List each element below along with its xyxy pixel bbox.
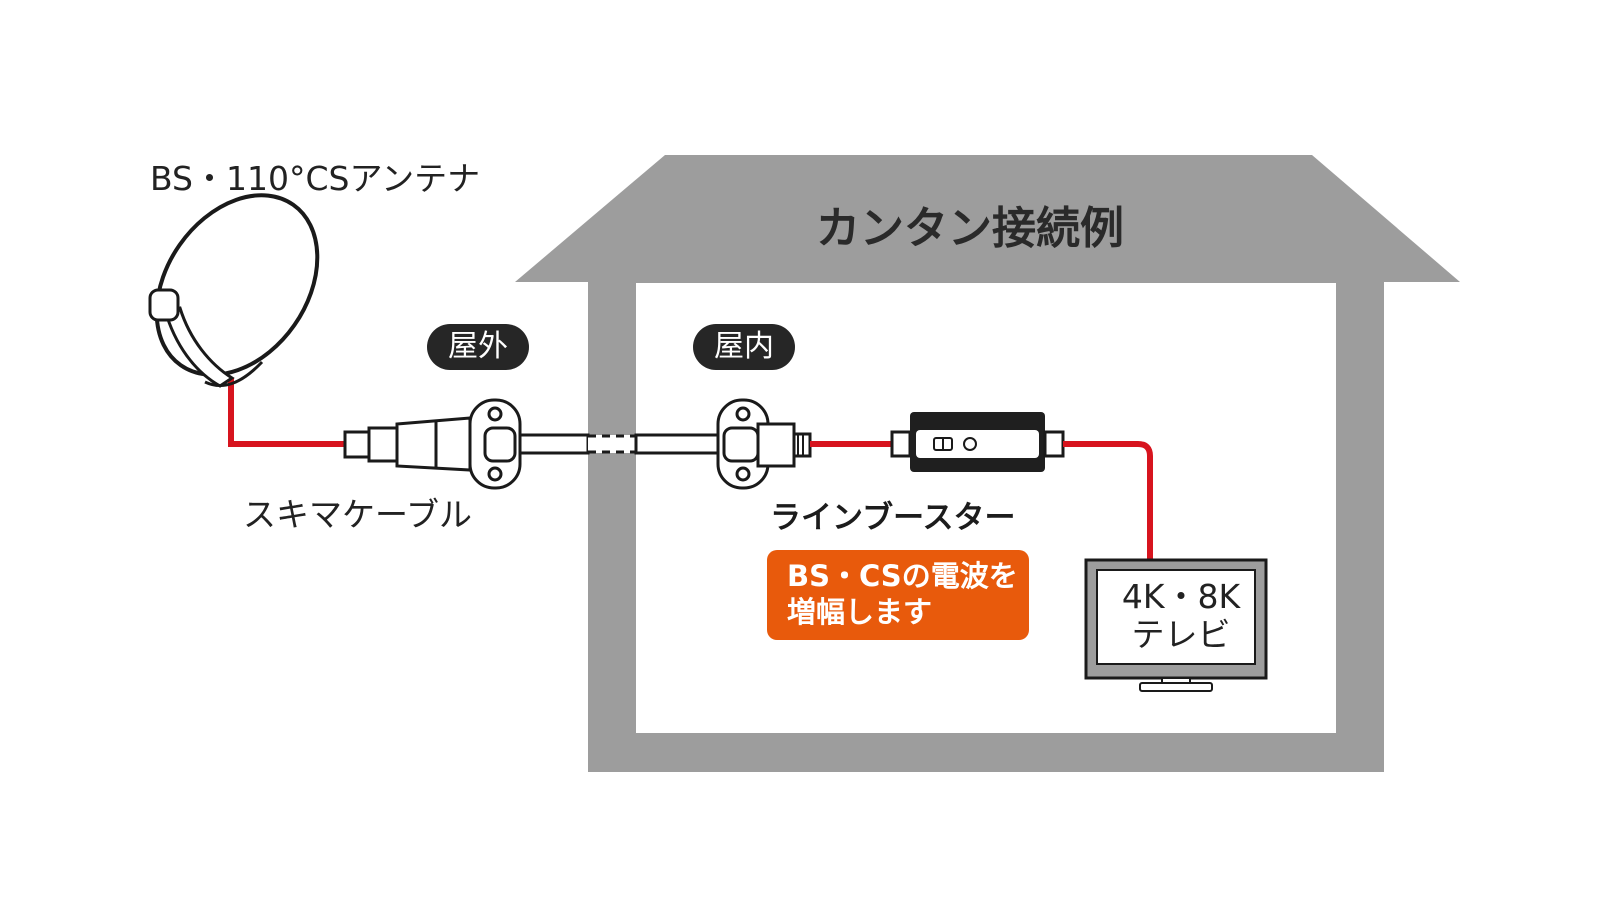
antenna-label: BS・110°CSアンテナ: [150, 159, 481, 198]
flat-gap-cable: [518, 433, 720, 455]
line-booster: [890, 412, 1065, 472]
indoor-badge: 屋内: [693, 324, 795, 370]
house: [515, 155, 1460, 772]
dish-arm-lower: [204, 360, 264, 387]
dish-reflector: [154, 193, 320, 377]
flat-cable-right: [634, 433, 720, 455]
house-roof: [515, 155, 1460, 282]
outdoor-mount-hub: [483, 426, 517, 463]
tv-label-line-2: テレビ: [1131, 615, 1231, 654]
indoor-connector-body: [756, 422, 796, 468]
outdoor-badge: 屋外: [427, 324, 529, 370]
antenna-dish: [148, 193, 320, 388]
outdoor-mount: [468, 398, 522, 490]
indoor-mount-hole-top: [735, 406, 751, 422]
tv: [1084, 558, 1268, 692]
diagram-title: カンタン接続例: [816, 203, 1124, 254]
indoor-mount-hole-bottom: [735, 466, 751, 482]
indoor-connector: [756, 422, 812, 468]
callout-line-2: 増幅します: [787, 595, 933, 629]
tv-label: 4K・8K テレビ: [1101, 578, 1261, 654]
tv-stand: [1139, 682, 1213, 692]
tv-label-line-1: 4K・8K: [1121, 577, 1241, 616]
outdoor-mount-hole-bottom: [487, 466, 503, 482]
tv-screen: [1096, 569, 1256, 665]
line-booster-label: ラインブースター: [770, 500, 1016, 536]
outdoor-mount-hole-top: [487, 406, 503, 422]
dish-arm: [163, 306, 235, 388]
indoor-mount-hub: [722, 426, 760, 463]
booster-led-icon: [963, 437, 977, 451]
flat-cable-wall-section: [588, 435, 636, 453]
gap-cable-label: スキマケーブル: [243, 495, 473, 534]
booster-port-left: [890, 430, 912, 458]
booster-callout: BS・CSの電波を 増幅します: [767, 550, 1029, 640]
callout-line-1: BS・CSの電波を: [787, 559, 1018, 593]
plug-tip: [343, 430, 371, 459]
outdoor-plug: [343, 416, 472, 472]
antenna-cable: [228, 378, 345, 447]
plug-neck: [367, 426, 399, 463]
booster-port-right: [1043, 430, 1065, 458]
plug-body: [395, 416, 472, 472]
flat-cable-left: [518, 433, 590, 455]
cable-to-tv: [1063, 441, 1153, 566]
lnb-head: [148, 288, 180, 322]
